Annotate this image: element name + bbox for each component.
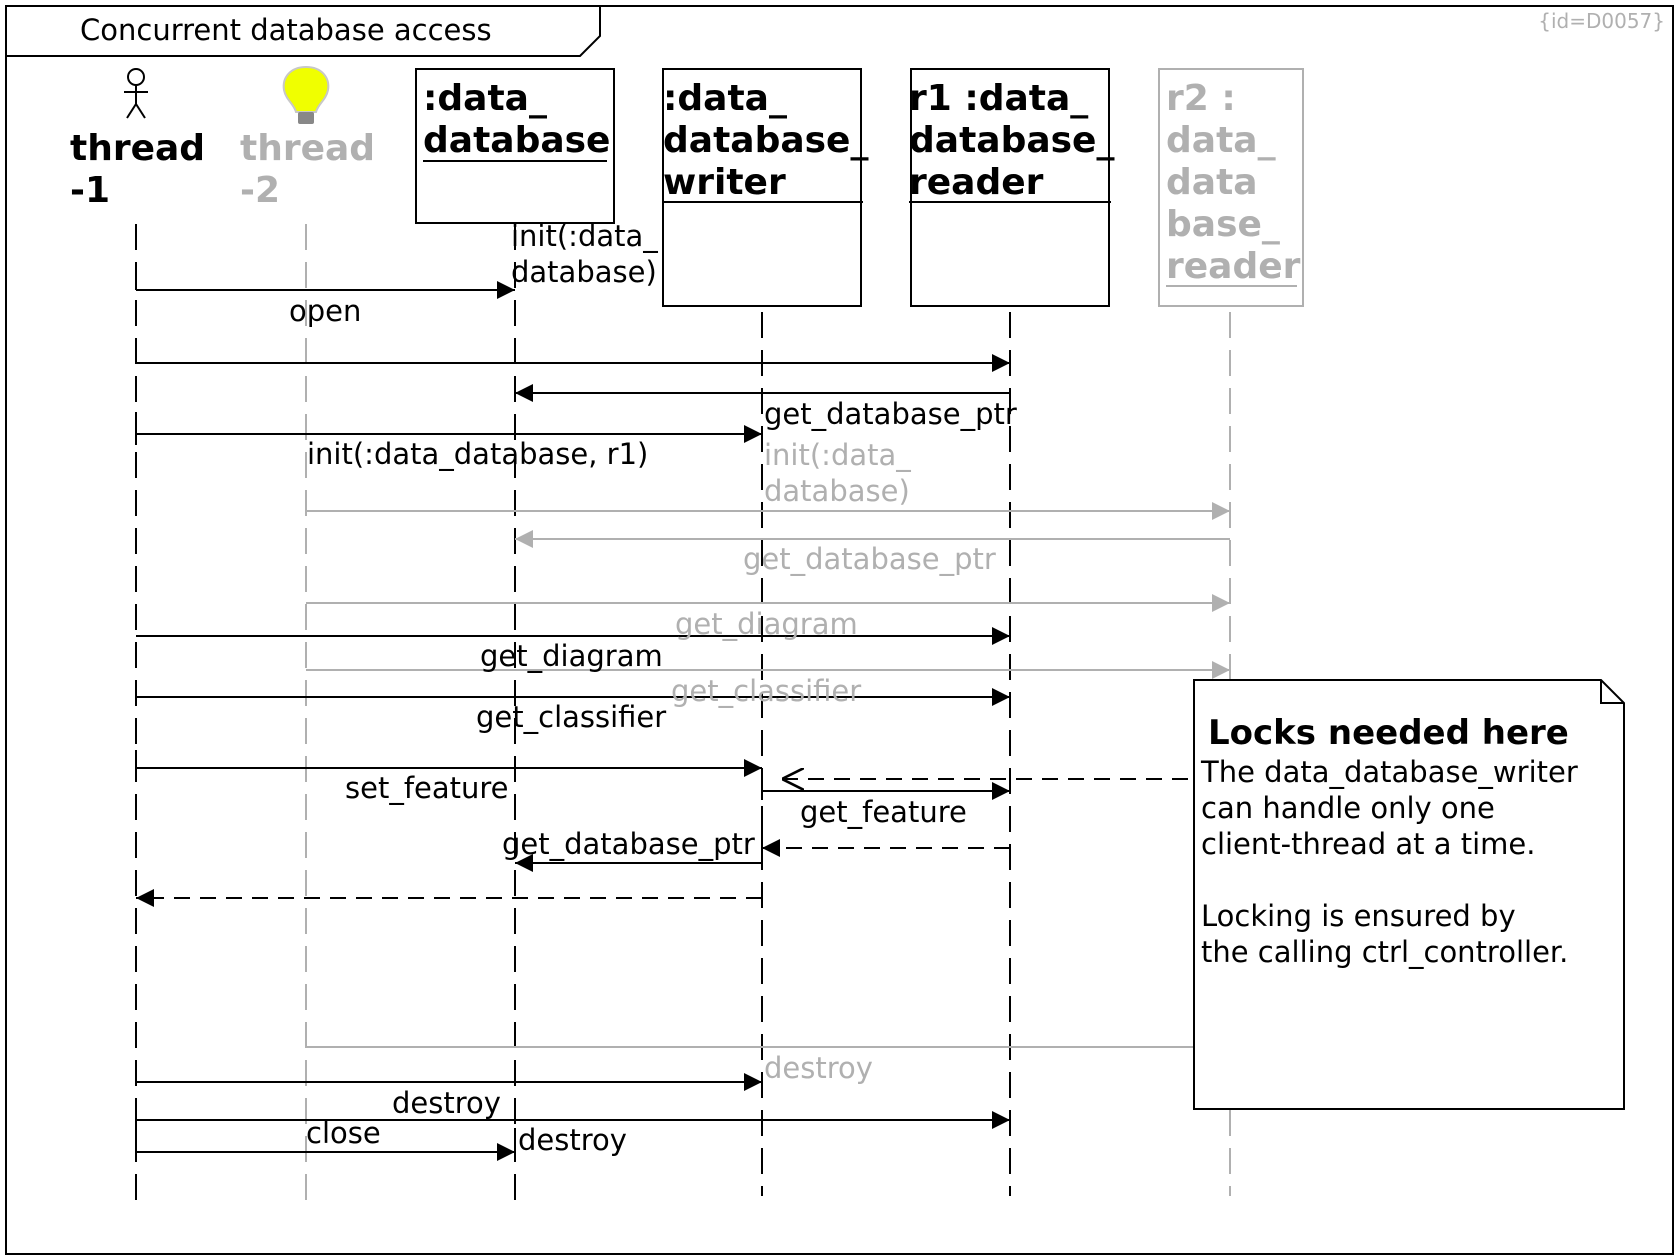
msg-label: get_database_ptr	[764, 397, 1017, 431]
lifeline-header-r1-reader: r1 :data_ database_ reader	[909, 78, 1127, 203]
lifeline-box-database-writer	[662, 68, 862, 307]
lifeline-header-thread-2: thread -2	[240, 128, 388, 211]
msg-get-database-ptr-writer-arrow	[515, 848, 763, 872]
msg-label: init(:data_ database)	[511, 219, 667, 289]
frame-title: Concurrent database access	[80, 13, 492, 47]
lifeline-box-r2-reader	[1158, 68, 1304, 307]
lifeline-header-data-database: :data_ database	[423, 78, 610, 161]
msg-label: open	[289, 294, 361, 328]
lifelines	[135, 224, 1231, 1208]
lifeline-header-database-writer: :data_ database_ writer	[663, 78, 881, 203]
frame-title-tab	[6, 6, 601, 57]
actor-icon	[124, 68, 148, 119]
msg-label: get_diagram	[480, 639, 663, 673]
msg-label: set_feature	[345, 771, 509, 805]
msg-label: destroy	[764, 1051, 873, 1085]
messages	[136, 281, 1230, 1161]
frame-id-tag: {id=D0057}	[1538, 9, 1665, 33]
lifeline-header-thread-1: thread -1	[70, 128, 218, 211]
msg-label: init(:data_database, r1)	[307, 437, 648, 471]
lightbulb-icon	[282, 65, 330, 124]
msg-label: destroy	[392, 1086, 501, 1120]
msg-label: close	[306, 1116, 381, 1150]
diagram-frame	[5, 5, 1674, 1255]
msg-label: get_feature	[800, 795, 967, 829]
note-title: Locks needed here	[1208, 713, 1569, 753]
msg-label: init(:data_ database)	[764, 438, 920, 508]
lifeline-box-r1-reader	[910, 68, 1110, 307]
note-body: The data_database_writer can handle only…	[1200, 755, 1587, 969]
msg-label: destroy	[518, 1123, 627, 1157]
activation-ticks	[135, 270, 763, 1155]
lifeline-box-data-database	[415, 68, 615, 224]
msg-label: get_database_ptr	[502, 827, 755, 861]
msg-label: get_classifier	[476, 700, 666, 734]
lifeline-header-r2-reader: r2 : data_ data base_ reader	[1166, 78, 1301, 287]
msg-label: get_classifier	[671, 674, 861, 708]
msg-label: get_diagram	[675, 607, 858, 641]
note: Locks needed here The data_database_writ…	[1193, 679, 1625, 1110]
msg-label: get_database_ptr	[743, 542, 996, 576]
